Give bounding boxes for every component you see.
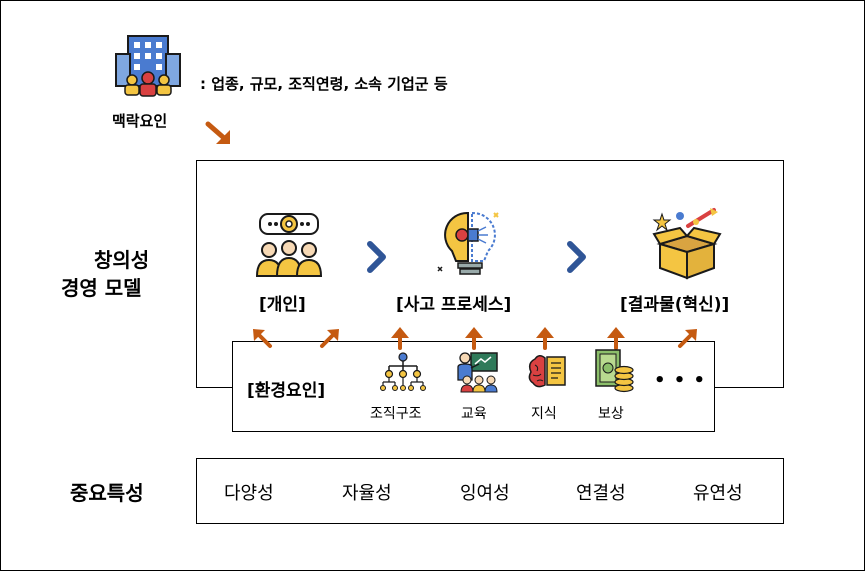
teacher-icon	[457, 352, 498, 393]
stage-label-thinking-process: [사고 프로세스]	[396, 295, 512, 315]
org-chart-icon	[380, 352, 426, 391]
key-traits-title: 중요특성	[70, 481, 144, 505]
chevron-right-icon	[567, 241, 586, 273]
arrow-up-right-icon	[320, 329, 339, 348]
arrow-up-icon	[536, 327, 554, 350]
context-label: 맥락요인	[112, 112, 168, 130]
key-trait-flexibility: 유연성	[693, 483, 743, 504]
stage-label-individual: [개인]	[259, 295, 306, 315]
team-idea-icon	[255, 213, 323, 277]
arrow-up-icon	[607, 327, 625, 350]
environment-more: • • •	[654, 370, 707, 391]
environment-item-reward: 보상	[598, 406, 624, 422]
key-trait-connectivity: 연결성	[576, 483, 626, 504]
environment-item-knowledge: 지식	[531, 406, 557, 422]
chevron-right-icon	[367, 241, 386, 273]
key-trait-redundancy: 잉여성	[460, 483, 510, 504]
arrow-up-icon	[465, 327, 483, 350]
key-traits-box	[196, 458, 784, 524]
arrow-up-icon	[391, 327, 409, 350]
model-title-line1: 창의성	[94, 248, 150, 272]
magic-box-icon	[652, 208, 722, 280]
key-trait-diversity: 다양성	[224, 483, 274, 504]
arrow-up-right-icon	[678, 329, 697, 348]
context-description: : 업종, 규모, 조직연령, 소속 기업군 등	[200, 75, 448, 93]
model-title-line2: 경영 모델	[61, 276, 142, 300]
money-coins-icon	[595, 349, 634, 393]
environment-item-education: 교육	[461, 406, 487, 422]
environment-item-org-structure: 조직구조	[370, 406, 422, 422]
context-arrow-icon	[205, 121, 230, 144]
key-trait-autonomy: 자율성	[342, 483, 392, 504]
brain-book-icon	[528, 355, 566, 388]
arrow-up-left-icon	[253, 329, 272, 348]
lightbulb-brain-icon	[437, 211, 499, 275]
stage-label-output-innovation: [결과물(혁신)]	[620, 295, 730, 315]
building-icon	[115, 35, 181, 97]
environment-label: [환경요인]	[247, 381, 326, 401]
